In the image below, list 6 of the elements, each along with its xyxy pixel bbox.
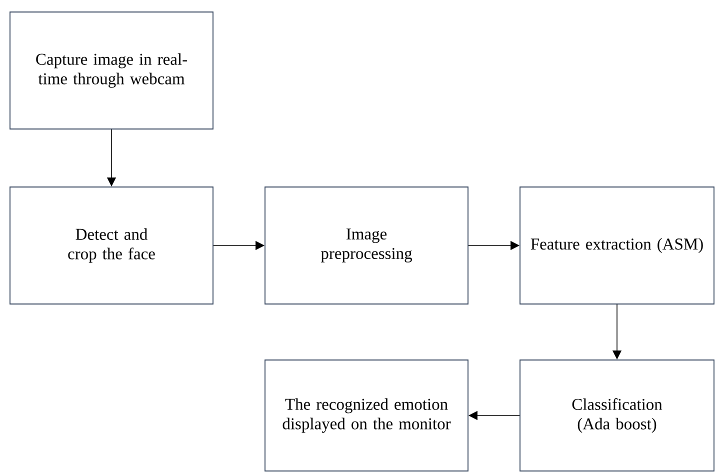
process-box: Image preprocessing	[264, 186, 468, 304]
process-box: Detect and crop the face	[10, 186, 214, 304]
process-box: The recognized emotion displayed on the monitor	[264, 360, 468, 472]
process-box: Feature extraction (ASM)	[520, 186, 714, 304]
process-box: Capture image in real-time through webcam	[10, 12, 214, 130]
process-box: Classification (Ada boost)	[520, 360, 714, 472]
